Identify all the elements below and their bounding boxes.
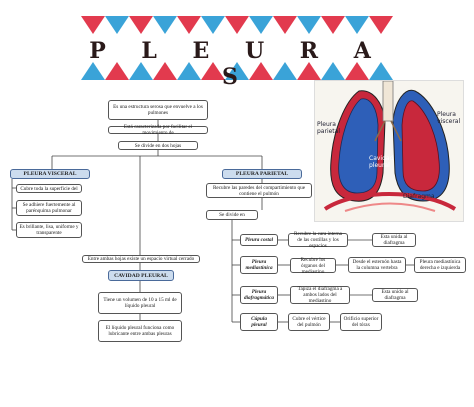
- node-parietal-1: Recubre las paredes del compartimiento q…: [206, 183, 312, 198]
- node-costal-a: Recubre la cara interna de las costillas…: [288, 231, 348, 249]
- node-cupula-pleural: Cúpula pleural: [240, 313, 278, 331]
- node-visceral-2: Se adhiere fuertemente al parénquima pul…: [16, 200, 82, 216]
- banner-triangle-bottom: [153, 62, 177, 80]
- banner-triangle-top: [321, 16, 345, 34]
- lungs-drawing: Pleura parietal Pleura visceral Cavidad …: [314, 80, 464, 222]
- banner-triangle-bottom: [369, 62, 393, 80]
- banner-triangle-top: [273, 16, 297, 34]
- node-cup-a: Cubre el vértice del pulmón: [288, 313, 330, 331]
- header-cavidad-pleural: CAVIDAD PLEURAL: [108, 270, 174, 281]
- banner-triangle-bottom: [297, 62, 321, 80]
- label-pleura-visceral: Pleura visceral: [437, 111, 461, 125]
- node-med-c: Pleura mediastínica derecha e izquierda: [414, 257, 466, 273]
- node-visceral-3: Es brillante, lisa, uniforme y transpare…: [16, 222, 82, 238]
- banner-triangle-bottom: [249, 62, 273, 80]
- node-divide: Se divide en dos hojas: [118, 141, 198, 150]
- page-title: P L E U R A S: [89, 38, 385, 90]
- node-definition: Es una estructura serosa que envuelve a …: [108, 100, 208, 120]
- banner-triangle-bottom: [273, 62, 297, 80]
- node-cup-b: Orificio superior del tórax: [340, 313, 382, 331]
- banner-triangle-top: [81, 16, 105, 34]
- banner-triangle-bottom: [225, 62, 249, 80]
- header-pleura-visceral: PLEURA VISCERAL: [10, 169, 90, 179]
- banner-triangle-bottom: [321, 62, 345, 80]
- banner-triangle-top: [153, 16, 177, 34]
- node-med-b: Desde el esternón hasta la columna verte…: [348, 257, 406, 273]
- banner-triangle-bottom: [105, 62, 129, 80]
- label-diafragma: Diafragma: [403, 193, 435, 200]
- node-pleura-mediastinica: Pleura mediastínica: [240, 256, 278, 274]
- banner-triangle-bottom: [129, 62, 153, 80]
- node-pleura-diafragmatica: Pleura diafragmática: [240, 286, 278, 304]
- label-cavidad-pleural: Cavidad pleural: [369, 155, 394, 169]
- banner-triangle-top: [345, 16, 369, 34]
- label-pleura-parietal: Pleura parietal: [317, 121, 341, 135]
- banner-triangle-top: [201, 16, 225, 34]
- banner-triangle-bottom: [177, 62, 201, 80]
- node-costal-b: Esta unida al diafragma: [372, 233, 416, 247]
- banner-triangle-top: [225, 16, 249, 34]
- node-pleura-costal: Pleura costal: [240, 234, 278, 246]
- node-parietal-2: Se divide en: [206, 210, 258, 220]
- banner-triangle-top: [177, 16, 201, 34]
- banner-triangle-bottom: [201, 62, 225, 80]
- node-dia-a: Tapiza el diafragma a ambos lados del me…: [290, 286, 350, 304]
- banner-triangle-top: [129, 16, 153, 34]
- node-visceral-1: Cubre toda la superficie del: [16, 184, 82, 193]
- node-cavity-1: Tiene un volumen de 10 a 15 ml de líquid…: [98, 292, 182, 314]
- node-movement: Está caracterizada por facilitar el movi…: [108, 124, 208, 136]
- header-pleura-parietal: PLEURA PARIETAL: [222, 169, 302, 179]
- banner-triangle-bottom: [345, 62, 369, 80]
- node-virtual-space: Entre ambas hojas existe un espacio virt…: [82, 255, 200, 263]
- title-banner: [81, 16, 393, 80]
- node-med-a: Recubre los órganos del mediastino: [290, 257, 336, 275]
- banner-triangle-top: [105, 16, 129, 34]
- node-dia-b: Esta unido al diafragma: [372, 288, 418, 302]
- banner-triangle-top: [297, 16, 321, 34]
- banner-triangle-top: [249, 16, 273, 34]
- node-cavity-2: El líquido pleural funciona como lubrica…: [98, 320, 182, 342]
- banner-triangle-top: [369, 16, 393, 34]
- banner-triangle-bottom: [81, 62, 105, 80]
